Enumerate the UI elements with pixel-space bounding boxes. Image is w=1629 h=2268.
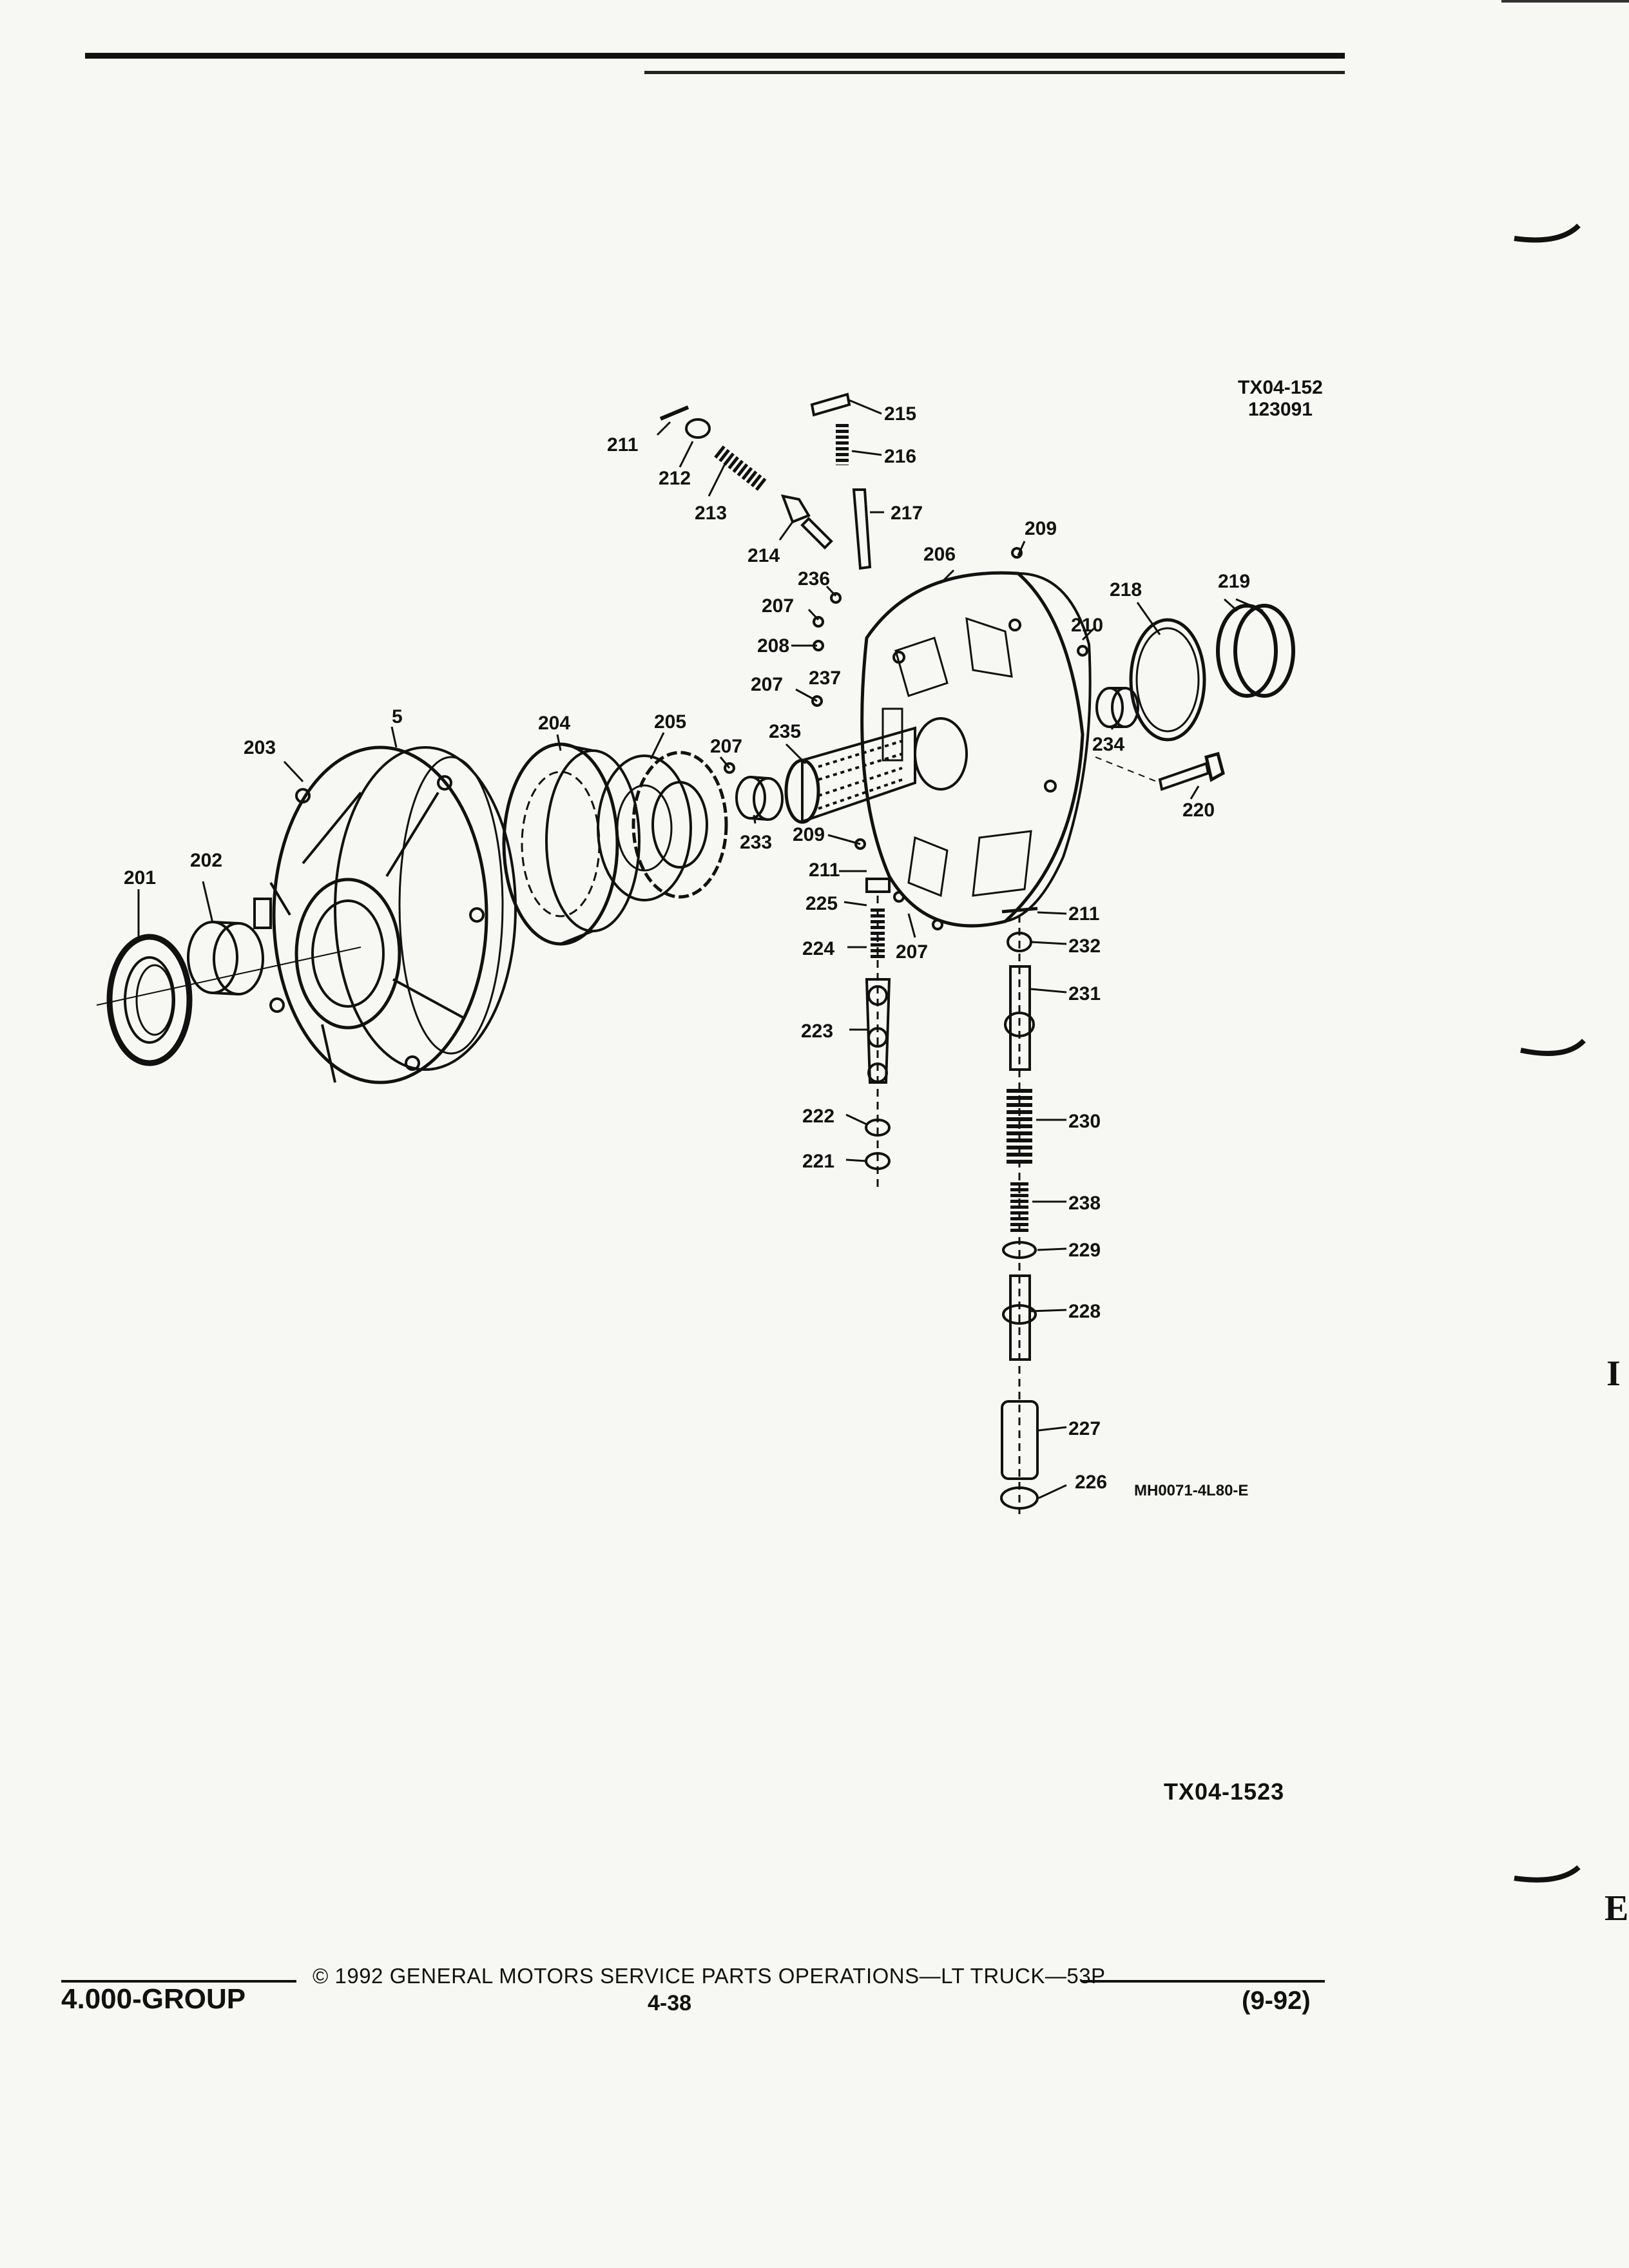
part-206-pump-cover [860,571,1092,928]
callout-221: 221 [802,1151,834,1172]
top-rule-shadow [644,71,1345,74]
footer-date: (9-92) [1242,1986,1311,2015]
callout-225: 225 [805,893,838,914]
figure-id-line2: 123091 [1248,399,1313,420]
callout-232: 232 [1068,936,1101,957]
callout-220: 220 [1182,800,1215,821]
callout-207: 207 [896,941,928,963]
part-211-214-valve-set [659,405,833,550]
callout-238: 238 [1068,1193,1101,1214]
check-balls [724,547,1088,930]
callout-211: 211 [607,434,638,456]
callout-205: 205 [654,711,686,733]
callout-229: 229 [1068,1240,1101,1261]
footer-group-label: 4.000-GROUP [61,1983,246,2015]
corner-rule [1501,0,1629,3]
figure-id: TX04-152 123091 [1238,377,1323,421]
part-203-pump-body [253,745,517,1084]
callout-207: 207 [710,736,742,757]
footer-rule-right [1081,1980,1325,1983]
callout-216: 216 [884,446,916,467]
callout-209: 209 [793,824,825,845]
edge-tick-marks [1514,224,1586,1883]
part-205-drive-gear [597,751,728,901]
callout-214: 214 [747,545,780,566]
footer-copyright: © 1992 GENERAL MOTORS SERVICE PARTS OPER… [313,1964,1106,1988]
leader-lines [137,398,1264,1499]
callout-211: 211 [809,860,840,881]
part-201-seal [106,934,193,1066]
callout-202: 202 [190,850,222,871]
part-218-seal-ring [1129,618,1206,742]
footer-rule-left [61,1980,296,1983]
callout-labels: 211 212 213 214 215 216 217 209 206 218 … [124,403,1250,1493]
callout-208: 208 [757,635,789,657]
callout-235: 235 [769,721,801,742]
diagram-artwork [96,392,1295,1514]
callout-207: 207 [762,595,794,617]
callout-222: 222 [802,1106,834,1127]
callout-210: 210 [1071,615,1103,636]
callout-203: 203 [244,737,276,758]
callout-231: 231 [1068,983,1101,1004]
callout-236: 236 [798,568,830,590]
callout-217: 217 [891,503,923,524]
callout-234: 234 [1092,734,1124,755]
callout-206: 206 [923,544,956,565]
callout-237: 237 [809,668,841,689]
figure-id-line1: TX04-152 [1238,377,1323,398]
part-233-bushing [735,776,784,821]
callout-228: 228 [1068,1301,1101,1322]
callout-209: 209 [1025,518,1057,539]
edge-mark-e: E [1605,1888,1629,1928]
callout-233: 233 [740,832,772,853]
part-219-rings [1216,604,1295,698]
callout-223: 223 [801,1021,833,1042]
part-234-bushing [1095,687,1139,728]
callout-226: 226 [1075,1472,1107,1493]
callout-218: 218 [1110,579,1142,601]
edge-mark-i: I [1606,1354,1621,1394]
callout-204: 204 [538,713,570,734]
callout-201: 201 [124,867,156,889]
part-215-217-valve-set [810,392,872,570]
figure-reference-code: MH0071-4L80-E [1134,1482,1249,1499]
part-226-232-valve-set [1000,907,1039,1514]
callout-212: 212 [659,468,691,489]
callout-230: 230 [1068,1111,1101,1132]
callout-211: 211 [1068,903,1099,925]
top-rule [85,53,1345,59]
callout-5: 5 [392,706,403,727]
part-235-stator-shaft [784,717,968,824]
part-202-bushing [187,921,264,995]
callout-219: 219 [1218,571,1250,592]
callout-207: 207 [751,674,783,695]
part-220-bolt [1158,751,1225,791]
callout-224: 224 [802,938,834,959]
callout-213: 213 [695,503,727,524]
figure-bottom-code: TX04-1523 [1164,1778,1285,1805]
part-221-225-valve-set [865,878,891,1192]
callout-227: 227 [1068,1418,1101,1439]
footer-page-number: 4-38 [648,1991,692,2015]
callout-215: 215 [884,403,916,425]
